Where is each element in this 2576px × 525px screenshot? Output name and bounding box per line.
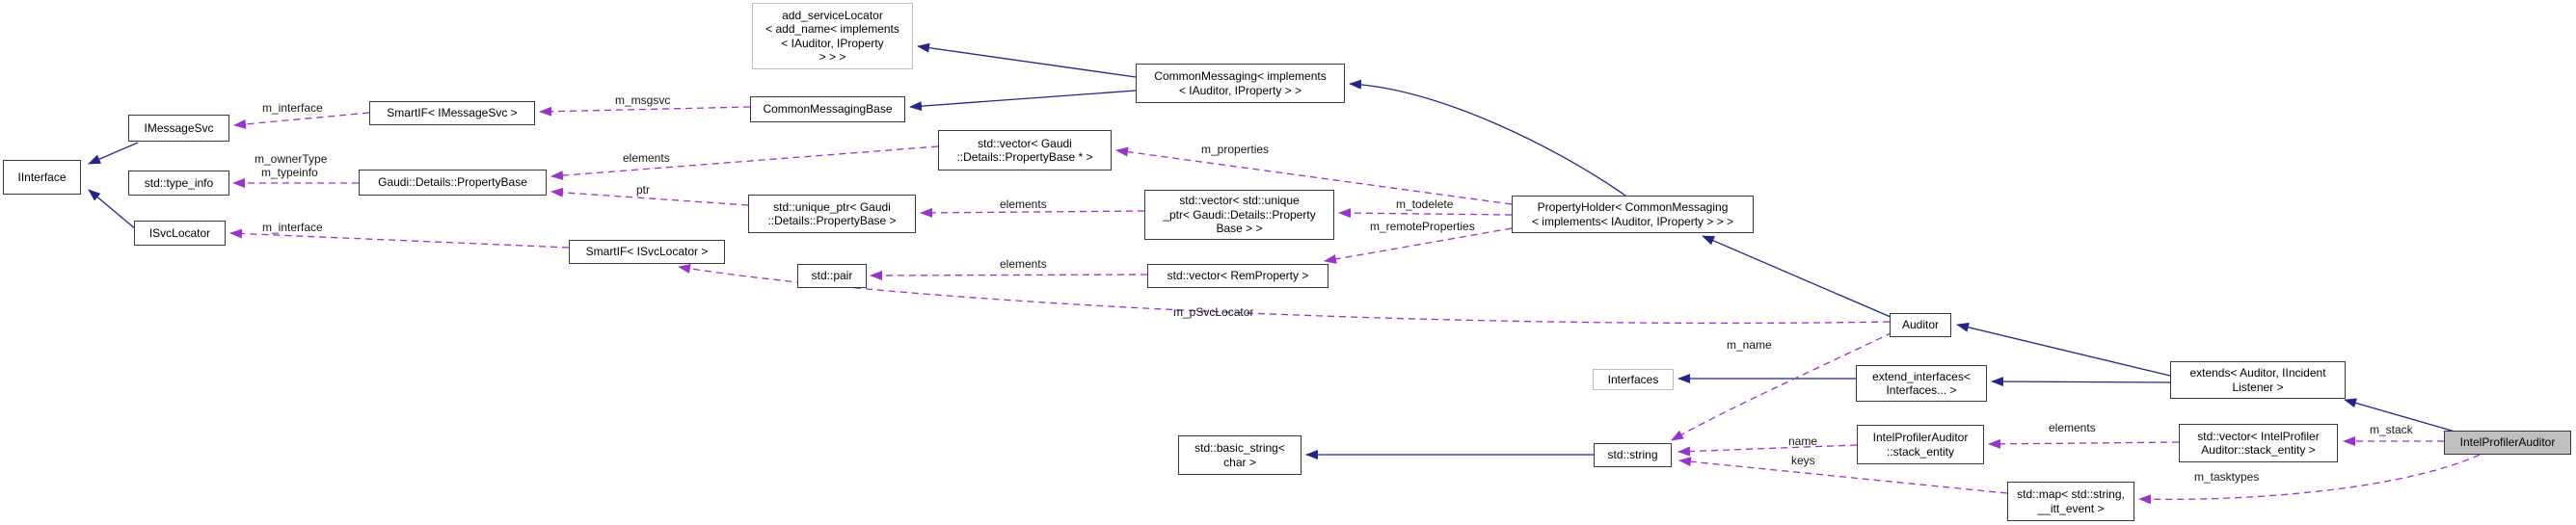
edge-inherit-commonmessaging-commonmessagingbase (909, 90, 1137, 112)
edge-usage-commonmessagingbase-smartifmsg (539, 106, 751, 117)
edge-usage-uniqueptr-propertybase (550, 187, 749, 206)
edge-label-m-name: m_name (1727, 338, 1772, 352)
edge-label-elements-se: elements (2049, 421, 2096, 434)
class-node-iinterface[interactable]: IInterface (3, 160, 81, 195)
edge-usage-propertyholder-vectorpb (1115, 146, 1513, 205)
class-node-commonmessagingbase[interactable]: CommonMessagingBase (750, 96, 905, 122)
class-node-type-info[interactable]: std::type_info (128, 171, 229, 196)
class-node-std-map[interactable]: std::map< std::string, __itt_event > (2007, 482, 2134, 521)
edge-label-keys: keys (1791, 454, 1815, 467)
class-node-add-servicelocator[interactable]: add_serviceLocator < add_name< implement… (752, 3, 913, 69)
class-node-auditor[interactable]: Auditor (1890, 313, 1951, 337)
class-node-intelprofilerauditor[interactable]: IntelProfilerAuditor (2444, 431, 2571, 455)
edge-usage-map-string (1678, 457, 2008, 494)
edge-label-m-todelete: m_todelete (1396, 197, 1454, 211)
edge-label-name: name (1788, 434, 1818, 448)
class-node-vector-unique-ptr[interactable]: std::vector< std::unique _ptr< Gaudi::De… (1144, 190, 1334, 240)
edge-usage-propertyholder-vectoruptr (1338, 208, 1513, 219)
edge-inherit-auditor-propertyholder (1702, 235, 1892, 318)
edge-inherit-propertyholder-commonmessaging (1349, 79, 1626, 197)
class-node-vector-remproperty[interactable]: std::vector< RemProperty > (1147, 264, 1328, 288)
class-node-propertyholder[interactable]: PropertyHolder< CommonMessaging < implem… (1512, 196, 1754, 233)
edge-usage-propertyholder-vectorrem (1324, 227, 1513, 264)
edge-label-m-interface-svc: m_interface (262, 221, 323, 234)
edge-usage-auditor-string (1671, 331, 1893, 441)
class-node-vector-propertybase[interactable]: std::vector< Gaudi ::Details::PropertyBa… (938, 130, 1112, 171)
edge-usage-stackentity-string (1677, 444, 1858, 457)
class-node-stack-entity[interactable]: IntelProfilerAuditor ::stack_entity (1857, 425, 1984, 464)
class-node-std-string[interactable]: std::string (1594, 443, 1672, 467)
edge-label-m-ownertype: m_ownerType (255, 152, 328, 166)
class-node-interfaces[interactable]: Interfaces (1593, 369, 1674, 390)
edge-inherit-isvclocator-iinterface (88, 189, 137, 230)
edge-label-m-psvclocator: m_pSvcLocator (1173, 305, 1254, 319)
class-node-extend-interfaces[interactable]: extend_interfaces< Interfaces... > (1856, 365, 1987, 402)
class-node-vector-stack-entity[interactable]: std::vector< IntelProfiler Auditor::stac… (2179, 424, 2338, 462)
class-node-commonmessaging[interactable]: CommonMessaging< implements < IAuditor, … (1136, 64, 1345, 103)
edge-label-ptr: ptr (636, 183, 651, 197)
edge-label-m-tasktypes: m_tasktypes (2194, 470, 2260, 484)
class-node-propertybase[interactable]: Gaudi::Details::PropertyBase (359, 170, 547, 196)
class-node-basic-string[interactable]: std::basic_string< char > (1178, 435, 1301, 475)
edge-label-m-msgsvc: m_msgsvc (615, 93, 671, 107)
edge-usage-vectoruptr-uniqueptr (920, 207, 1145, 218)
edge-usage-intelprofilerauditor-map (2138, 454, 2481, 505)
class-node-imessagesvc[interactable]: IMessageSvc (128, 115, 229, 142)
edge-label-m-typeinfo: m_typeinfo (261, 166, 318, 179)
edge-label-elements-pair: elements (1000, 257, 1047, 271)
class-node-smartif-imessagesvc[interactable]: SmartIF< IMessageSvc > (369, 101, 535, 125)
class-node-unique-ptr[interactable]: std::unique_ptr< Gaudi ::Details::Proper… (748, 195, 916, 233)
edge-inherit-extends-auditor (1956, 322, 2171, 377)
edge-label-elements-uptr: elements (1000, 197, 1047, 211)
edge-label-m-stack: m_stack (2370, 423, 2413, 436)
edge-label-elements-pb: elements (623, 151, 670, 165)
edge-label-m-interface-msg: m_interface (262, 101, 323, 115)
class-node-pair[interactable]: std::pair (797, 264, 867, 288)
class-node-isvclocator[interactable]: ISvcLocator (134, 221, 226, 246)
edge-label-m-remoteproperties: m_remoteProperties (1370, 220, 1475, 233)
edge-usage-vectorpb-propertybase (550, 145, 939, 181)
edge-inherit-intelprofilerauditor-extends (2344, 398, 2459, 433)
edge-inherit-extends-extendinterfaces (1991, 377, 2171, 387)
edge-label-m-properties: m_properties (1201, 143, 1270, 156)
edge-usage-vectorse-stackentity (1988, 438, 2180, 449)
edge-inherit-commonmessaging-addservicelocator (917, 42, 1137, 78)
class-node-smartif-isvclocator[interactable]: SmartIF< ISvcLocator > (569, 240, 725, 264)
class-node-extends[interactable]: extends< Auditor, IIncident Listener > (2170, 361, 2346, 399)
edge-usage-smartifsvc-isvclocator (229, 228, 570, 249)
edge-inherit-imessagesvc-iinterface (88, 142, 139, 165)
edge-usage-vectorrem-pair (870, 270, 1148, 280)
